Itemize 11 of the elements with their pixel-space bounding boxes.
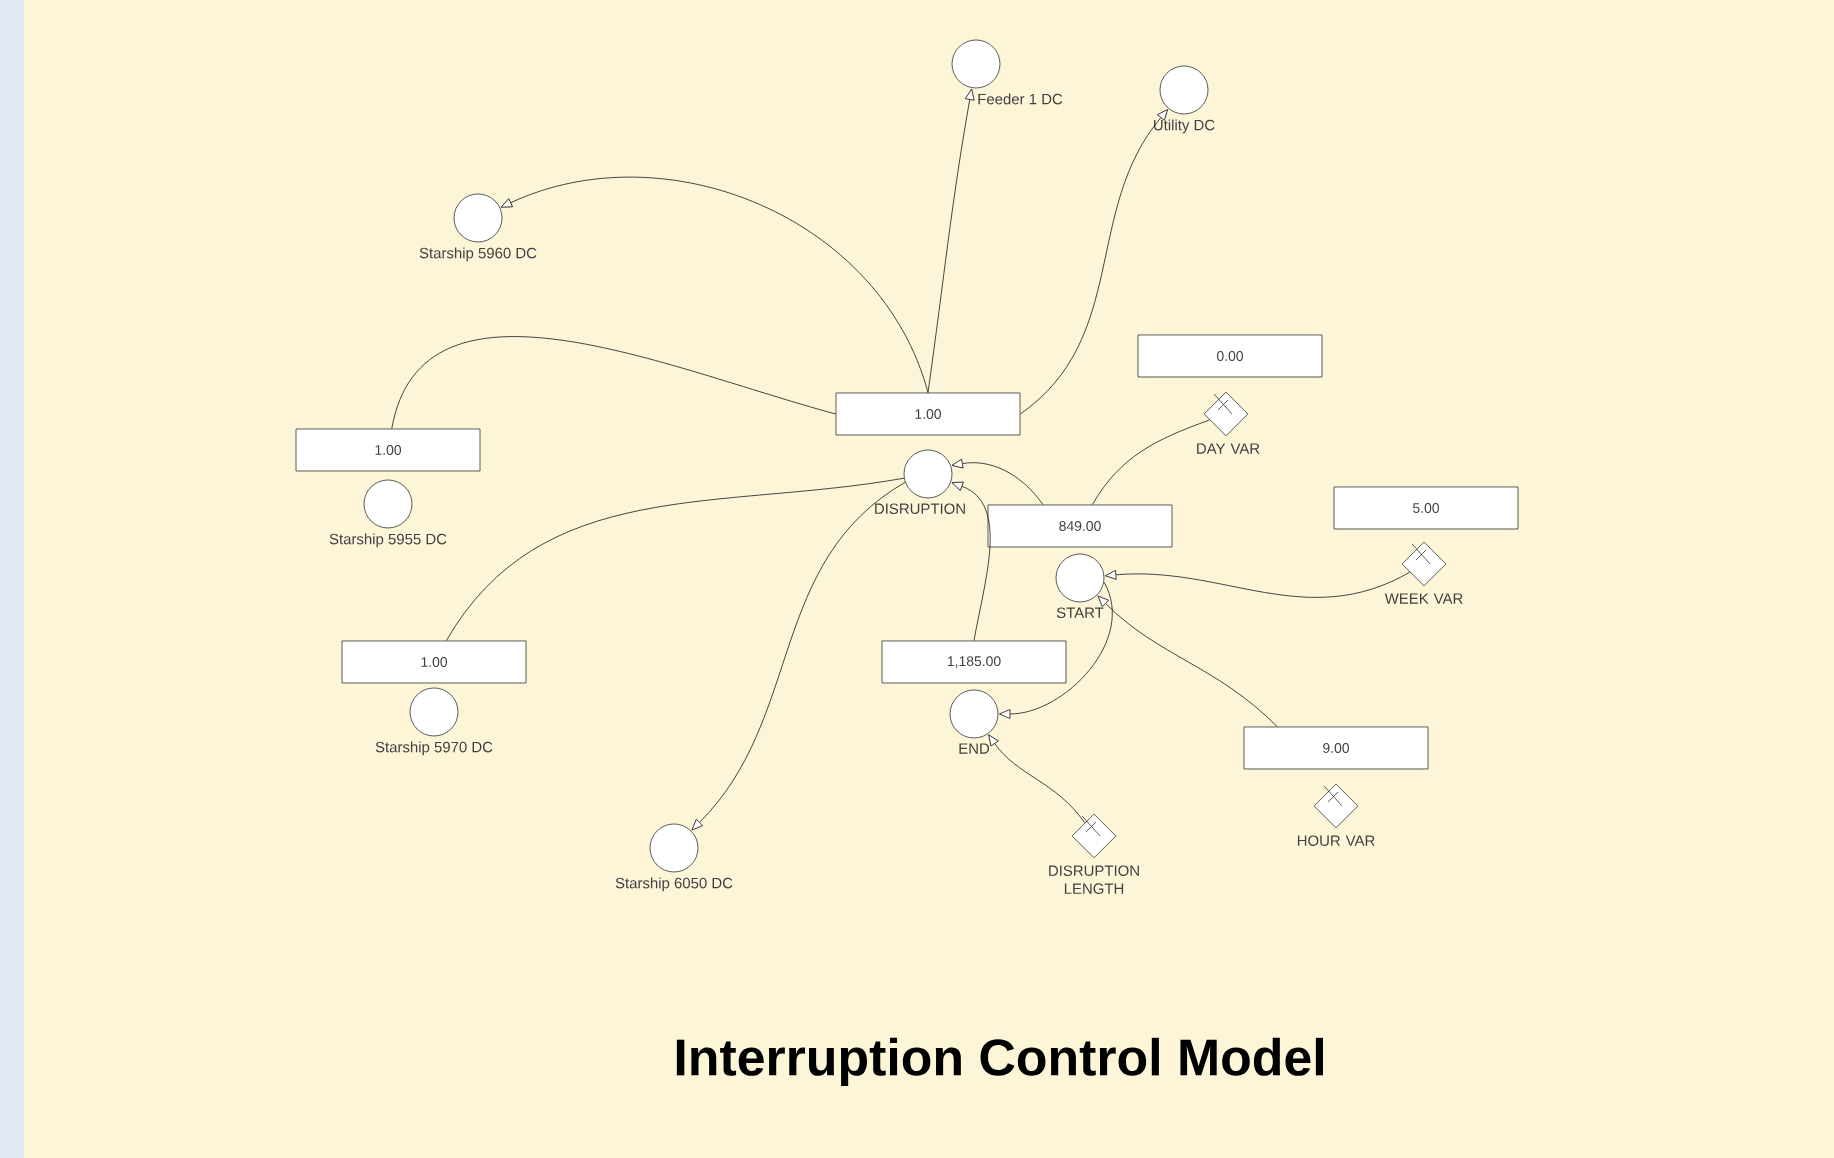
- arrow: [1097, 595, 1278, 727]
- title: Interruption Control Model: [676, 1037, 1323, 1087]
- arrow: [988, 734, 1086, 824]
- arrow: [999, 581, 1113, 719]
- arrow: [951, 481, 991, 641]
- arrow: [1104, 569, 1411, 598]
- arrow: [1020, 109, 1169, 415]
- arrow: [951, 458, 1044, 505]
- arrow: [927, 88, 975, 393]
- arrow: [691, 481, 906, 831]
- arrow: [500, 176, 929, 393]
